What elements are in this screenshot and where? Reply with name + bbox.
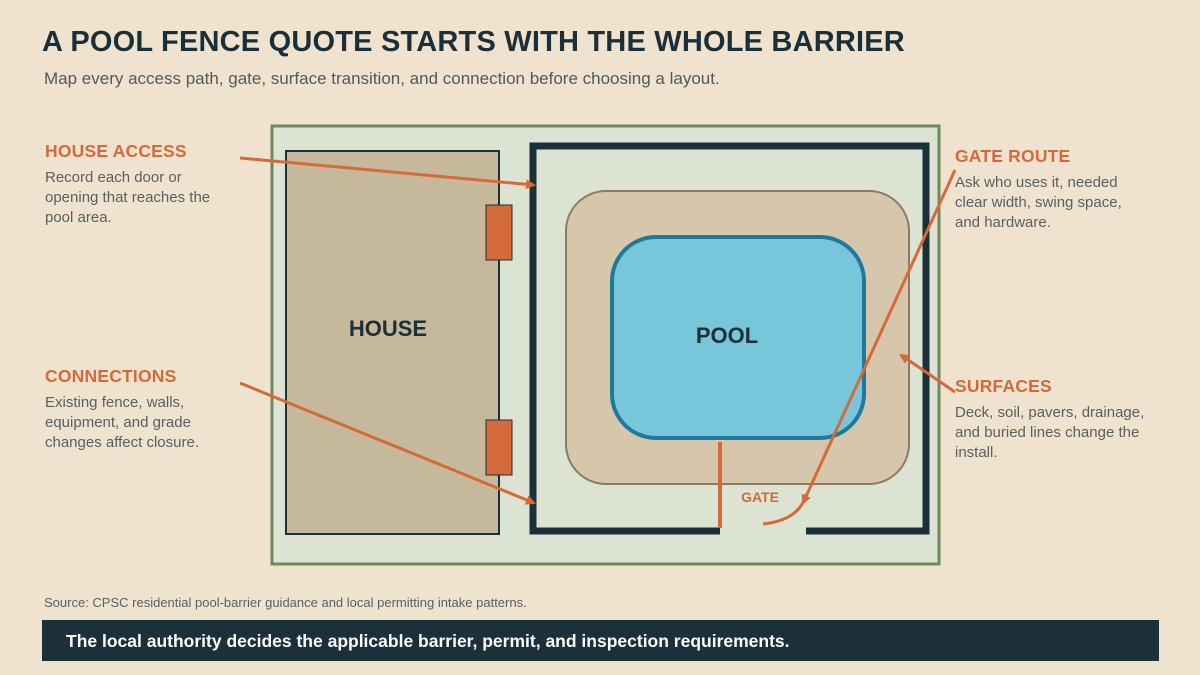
house-access-line: pool area. [45,209,112,226]
page-title: A POOL FENCE QUOTE STARTS WITH THE WHOLE… [42,26,905,58]
surfaces-title: SURFACES [955,376,1052,396]
gate-route-arrow [801,169,957,505]
connections-line: changes affect closure. [45,434,199,451]
gate-route-line: Ask who uses it, needed [955,174,1118,191]
gate-route-description: Ask who uses it, needed clear width, swi… [955,173,1122,233]
connections-title: CONNECTIONS [45,366,177,386]
house-block [285,150,500,535]
footer-banner-text: The local authority decides the applicab… [66,631,790,651]
surfaces-line: install. [955,444,998,461]
gate-route-title: GATE ROUTE [955,146,1071,166]
surfaces-description: Deck, soil, pavers, drainage, and buried… [955,403,1144,463]
house-access-title: HOUSE ACCESS [45,141,187,161]
house-door-upper [485,204,513,261]
page-subtitle: Map every access path, gate, surface tra… [44,69,720,88]
gate-route-line: and hardware. [955,214,1051,231]
surfaces-line: and buried lines change the [955,424,1140,441]
surfaces-arrow [899,353,956,394]
connections-description: Existing fence, walls, equipment, and gr… [45,393,199,453]
house-access-description: Record each door or opening that reaches… [45,168,210,228]
pool-water [610,235,866,440]
surfaces-line: Deck, soil, pavers, drainage, [955,404,1145,421]
source-note: Source: CPSC residential pool-barrier gu… [44,595,527,610]
house-door-lower [485,419,513,476]
connections-line: equipment, and grade [45,414,191,431]
footer-banner: The local authority decides the applicab… [42,620,1159,661]
house-label: HOUSE [349,316,427,341]
pool-label: POOL [696,323,758,348]
connections-arrow [239,381,536,505]
gate-label: GATE [741,489,779,505]
house-access-line: opening that reaches the [45,189,211,206]
gate-route-line: clear width, swing space, [955,194,1122,211]
house-access-line: Record each door or [45,169,182,186]
connections-line: Existing fence, walls, [45,394,185,411]
pool-fence [529,142,930,535]
house-access-arrow [239,156,536,190]
